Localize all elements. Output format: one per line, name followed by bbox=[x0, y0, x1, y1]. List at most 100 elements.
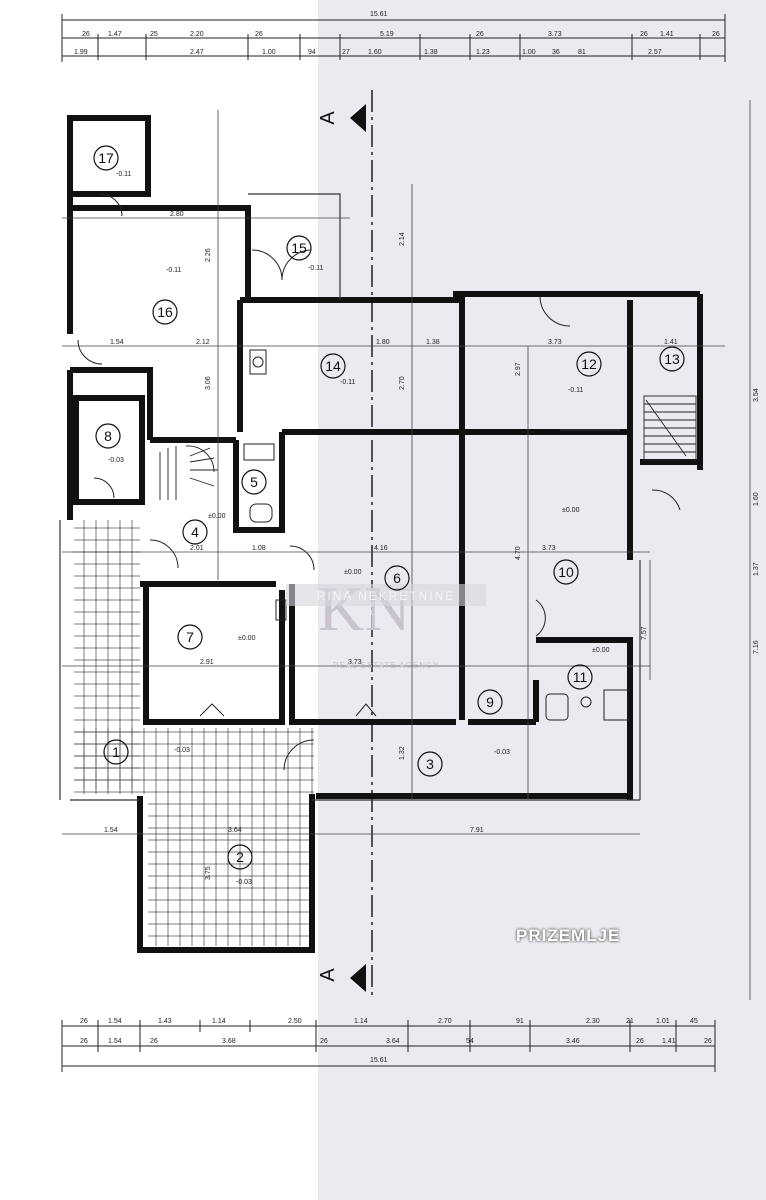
dim-top-r2-10: 81 bbox=[578, 49, 586, 56]
level-7: ±0.00 bbox=[238, 635, 256, 642]
room-number-17: 17 bbox=[98, 150, 114, 166]
dim-bot-r1-7: 91 bbox=[516, 1018, 524, 1025]
level-11: ±0.00 bbox=[592, 647, 610, 654]
dim-int-0: 2.80 bbox=[170, 211, 184, 218]
level-10: ±0.00 bbox=[562, 507, 580, 514]
dim-top-r1-6: 26 bbox=[476, 31, 484, 38]
dim-int-1: 1.54 bbox=[110, 339, 124, 346]
dim-int-19: 2.97 bbox=[515, 362, 522, 376]
room-circle-16 bbox=[152, 299, 178, 325]
room-number-12: 12 bbox=[581, 356, 597, 372]
dim-top-r2-6: 1.38 bbox=[424, 49, 438, 56]
room-circle-15 bbox=[286, 235, 312, 261]
room-circle-14 bbox=[320, 353, 346, 379]
dim-bot-r2-8: 26 bbox=[636, 1038, 644, 1045]
level-3: -0.03 bbox=[494, 749, 510, 756]
dim-bot-r2-9: 1.41 bbox=[662, 1038, 676, 1045]
room-labels bbox=[93, 145, 685, 870]
room-number-15: 15 bbox=[291, 240, 307, 256]
dim-top-r2-3: 94 bbox=[308, 49, 316, 56]
watermark-name: RINA NEKRETNINE bbox=[317, 589, 456, 603]
dim-bot-r1-10: 1.01 bbox=[656, 1018, 670, 1025]
dim-bot-r1-2: 1.43 bbox=[158, 1018, 172, 1025]
dim-top-r2-5: 1.60 bbox=[368, 49, 382, 56]
bottom-dimension-text: 26 1.54 1.43 1.14 2.50 1.14 2.70 91 2.30… bbox=[80, 1018, 712, 1064]
door-swings bbox=[77, 193, 681, 771]
dim-bottom-total: 15.61 bbox=[370, 1057, 388, 1064]
dim-int-21: 3.75 bbox=[205, 866, 212, 880]
level-4: ±0.00 bbox=[208, 513, 226, 520]
dim-bot-r2-6: 54 bbox=[466, 1038, 474, 1045]
room-number-11: 11 bbox=[573, 669, 588, 685]
room-number-10: 10 bbox=[558, 564, 574, 580]
dim-int-25: 7.57 bbox=[641, 626, 648, 640]
staircase-left bbox=[159, 445, 218, 500]
room-circle-4 bbox=[182, 519, 208, 545]
room-number-8: 8 bbox=[104, 428, 112, 444]
dim-top-r1-1: 1.47 bbox=[108, 31, 122, 38]
room-number-5: 5 bbox=[250, 474, 258, 490]
dim-top-r1-10: 26 bbox=[712, 31, 720, 38]
dim-bot-r1-3: 1.14 bbox=[212, 1018, 226, 1025]
room-number-7: 7 bbox=[186, 629, 194, 645]
dim-int-27: 3.54 bbox=[753, 388, 760, 402]
dim-bot-r1-1: 1.54 bbox=[108, 1018, 122, 1025]
dim-int-8: 1.08 bbox=[252, 545, 266, 552]
dim-top-r2-1: 2.47 bbox=[190, 49, 204, 56]
section-arrow-bottom bbox=[350, 964, 366, 992]
dim-top-r2-11: 2.57 bbox=[648, 49, 662, 56]
dim-top-r2-9: 36 bbox=[552, 49, 560, 56]
dim-top-r1-5: 5.19 bbox=[380, 31, 394, 38]
dim-bot-r2-10: 26 bbox=[704, 1038, 712, 1045]
dim-int-10: 3.73 bbox=[542, 545, 556, 552]
dim-int-18: 2.70 bbox=[399, 376, 406, 390]
dim-int-9: 4.16 bbox=[374, 545, 388, 552]
dim-int-6: 1.41 bbox=[664, 339, 678, 346]
dim-top-r1-8: 26 bbox=[640, 31, 648, 38]
room-number-2: 2 bbox=[236, 849, 244, 865]
level-12: -0.11 bbox=[568, 387, 584, 394]
dim-top-r1-9: 1.41 bbox=[660, 31, 674, 38]
room-number-9: 9 bbox=[486, 694, 494, 710]
level-17: -0.11 bbox=[116, 171, 132, 178]
tiled-terraces bbox=[74, 520, 314, 946]
dim-bot-r2-3: 3.68 bbox=[222, 1038, 236, 1045]
section-label-bottom: A bbox=[317, 968, 339, 982]
room-number-16: 16 bbox=[157, 304, 173, 320]
dim-top-total: 15.61 bbox=[370, 11, 388, 18]
dim-bot-r1-6: 2.70 bbox=[438, 1018, 452, 1025]
room-circle-10 bbox=[553, 559, 579, 585]
watermark: KN RINA NEKRETNINE REAL ESTATE AGENCY bbox=[286, 573, 486, 670]
room-circle-1 bbox=[103, 739, 129, 765]
dim-top-r2-2: 1.00 bbox=[262, 49, 276, 56]
room-circle-17 bbox=[93, 145, 119, 171]
room-number-13: 13 bbox=[664, 351, 680, 367]
level-16: -0.11 bbox=[166, 267, 182, 274]
dim-bot-r1-9: 21 bbox=[626, 1018, 634, 1025]
dim-top-r1-2: 25 bbox=[150, 31, 158, 38]
dim-int-11: 2.91 bbox=[200, 659, 214, 666]
dim-bot-r1-11: 45 bbox=[690, 1018, 698, 1025]
dim-top-r1-0: 26 bbox=[82, 31, 90, 38]
dim-bot-r1-8: 2.30 bbox=[586, 1018, 600, 1025]
room-circle-11 bbox=[567, 664, 593, 690]
room-circle-7 bbox=[177, 624, 203, 650]
dim-int-14: 3.64 bbox=[228, 827, 242, 834]
dim-int-20: 4.70 bbox=[515, 546, 522, 560]
dim-bot-r1-0: 26 bbox=[80, 1018, 88, 1025]
level-14: -0.11 bbox=[340, 379, 356, 386]
outline-thin bbox=[59, 193, 641, 801]
dim-int-16: 2.26 bbox=[205, 248, 212, 262]
dim-int-5: 3.73 bbox=[548, 339, 562, 346]
top-dimension-lines bbox=[61, 14, 726, 62]
dim-top-r2-7: 1.23 bbox=[476, 49, 490, 56]
dim-int-17: 3.06 bbox=[205, 376, 212, 390]
dim-int-2: 2.12 bbox=[196, 339, 210, 346]
sanitary-fixtures bbox=[243, 349, 629, 721]
bottom-dimension-lines bbox=[61, 1020, 716, 1072]
dim-int-4: 1.38 bbox=[426, 339, 440, 346]
room-circle-3 bbox=[417, 751, 443, 777]
room-circle-12 bbox=[576, 351, 602, 377]
